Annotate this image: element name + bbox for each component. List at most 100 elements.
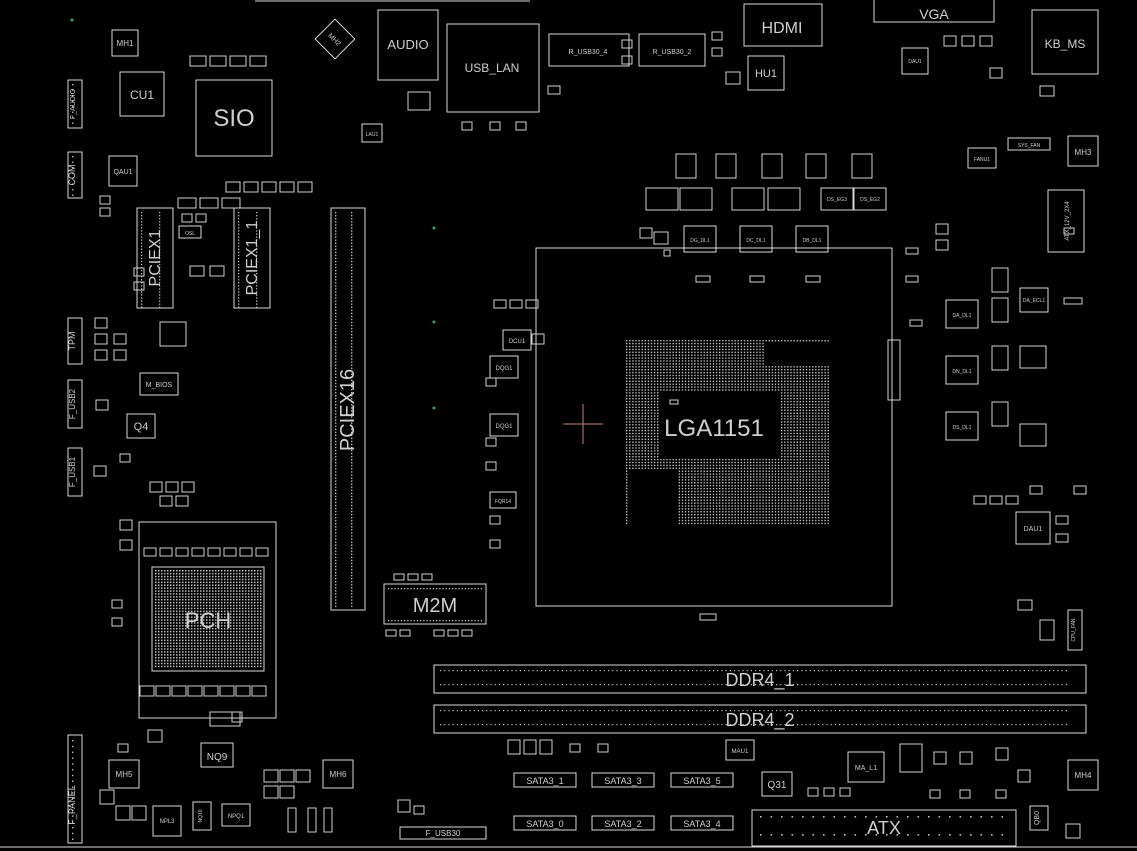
com-label: COM	[67, 165, 77, 186]
hu1-chip	[747, 55, 785, 91]
dau1-label: DAU1	[1024, 526, 1043, 533]
pciex1-1-label: PCIEX1_1	[244, 221, 261, 296]
dqg1-label-1: DQG1	[495, 366, 513, 372]
f-panel-header	[67, 734, 83, 844]
npl3-label: NPL3	[159, 819, 175, 825]
mh1-label: MH1	[117, 39, 134, 48]
mh4-hole	[1067, 759, 1099, 791]
qb0-label: QB0	[1034, 811, 1041, 825]
m2m-label: M2M	[413, 595, 457, 617]
cu1-label: CU1	[130, 88, 154, 102]
audio-connector	[377, 9, 439, 81]
dn-dl1-label: DN_DL1	[952, 369, 971, 375]
ds-eg3-label: DS_EG3	[827, 197, 847, 203]
ds-eg2-label: DS_EG2	[860, 197, 880, 203]
sata3-1-port	[513, 772, 577, 788]
m2m-connector	[383, 583, 487, 625]
audio-label: AUDIO	[387, 37, 428, 52]
da-dl1-inductor	[945, 299, 979, 329]
pciex1-1-slot	[233, 207, 271, 309]
f-usb30-label: F_USB30	[426, 829, 461, 838]
ds-eg3-chip	[820, 187, 854, 211]
f-usb30-header	[399, 826, 487, 840]
dau1-small-label: DAU1	[908, 59, 922, 65]
ddr4-1-label: DDR4_1	[725, 670, 794, 691]
r-usb30-4-label: R_USB30_4	[569, 49, 608, 56]
hdmi-label: HDMI	[762, 20, 803, 37]
mh3-label: MH3	[1075, 148, 1092, 157]
atx-12v-label: ATX_12V_2X4	[1065, 201, 1071, 241]
sata3-2-port	[591, 815, 655, 831]
lau1-chip	[361, 123, 383, 143]
vga-label: VGA	[919, 6, 949, 22]
atx-12v-2x4-connector	[1047, 189, 1085, 253]
q31-chip	[761, 771, 793, 797]
dau1-small	[901, 47, 929, 75]
ma-l1-inductor	[847, 751, 885, 783]
m-bios-chip	[139, 372, 179, 396]
f-audio-label: F_AUDIO	[70, 88, 77, 119]
kb-ms-label: KB_MS	[1045, 37, 1086, 51]
mh5-label: MH5	[116, 770, 133, 779]
dau1-chip	[1015, 511, 1051, 545]
dqg1-chip-2	[489, 413, 519, 437]
dc-dl1-inductor	[739, 225, 773, 253]
da-ecl1-label: DA_ECL1	[1023, 298, 1045, 304]
sata3-3-label: SATA3_3	[604, 776, 641, 786]
npq1-label: NPQ1	[228, 814, 245, 820]
dn-dl1-inductor	[945, 355, 979, 385]
dqg1-chip-1	[489, 355, 519, 379]
mh1-hole	[111, 29, 139, 57]
qau1-chip	[108, 155, 138, 187]
nq10-chip	[192, 801, 212, 831]
tpm-header	[67, 317, 83, 365]
cu1-chip	[119, 71, 165, 117]
da-ecl1-chip	[1019, 287, 1049, 313]
sata3-0-label: SATA3_0	[526, 819, 563, 829]
hu1-label: HU1	[755, 68, 777, 80]
tpm-label: TPM	[67, 332, 77, 351]
fanu1-chip	[967, 147, 997, 169]
lga1151-label: LGA1151	[664, 415, 764, 442]
pch-label: PCH	[185, 608, 231, 633]
sata3-0-port	[513, 815, 577, 831]
dcu1-chip	[502, 329, 532, 351]
kb-ms-connector	[1031, 9, 1099, 75]
ddr4-2-label: DDR4_2	[725, 710, 794, 731]
sata3-5-label: SATA3_5	[683, 776, 720, 786]
m-bios-label: M_BIOS	[146, 382, 173, 389]
fqr14-label: FQR14	[495, 499, 511, 505]
f-usb2-header	[67, 379, 83, 429]
sata3-2-label: SATA3_2	[604, 819, 641, 829]
lga1151-socket	[535, 247, 893, 607]
sata3-1-label: SATA3_1	[526, 776, 563, 786]
osl-label: OSL	[185, 231, 195, 237]
pch-outline	[138, 521, 277, 719]
usb-lan-connector	[446, 23, 540, 113]
nq9-label: NQ9	[207, 752, 228, 763]
db-dl1-inductor	[795, 225, 829, 253]
sata3-4-label: SATA3_4	[683, 819, 720, 829]
fqr14-chip	[489, 491, 517, 509]
f-usb1-header	[67, 447, 83, 497]
dg-dl1-inductor	[683, 225, 717, 253]
vga-connector	[873, 0, 995, 23]
q4-label: Q4	[134, 421, 149, 433]
ds-dl1-inductor	[945, 411, 979, 441]
r-usb30-2-connector	[638, 33, 706, 67]
dc-dl1-label: DC_DL1	[746, 238, 765, 244]
osl-chip	[178, 225, 202, 239]
dqg1-label-2: DQG1	[495, 424, 513, 430]
mh2-hole	[314, 18, 356, 60]
pciex1-label: PCIEX1	[147, 229, 164, 286]
f-panel-label: F_PANEL	[67, 785, 77, 824]
q31-label: Q31	[768, 780, 787, 791]
qb0-chip	[1029, 805, 1049, 831]
da-dl1-label: DA_DL1	[953, 313, 972, 319]
sio-label: SIO	[213, 105, 254, 132]
q4-chip	[126, 413, 156, 439]
pch-chip	[151, 566, 265, 672]
npl3-chip	[152, 805, 182, 837]
sata3-4-port	[670, 815, 734, 831]
